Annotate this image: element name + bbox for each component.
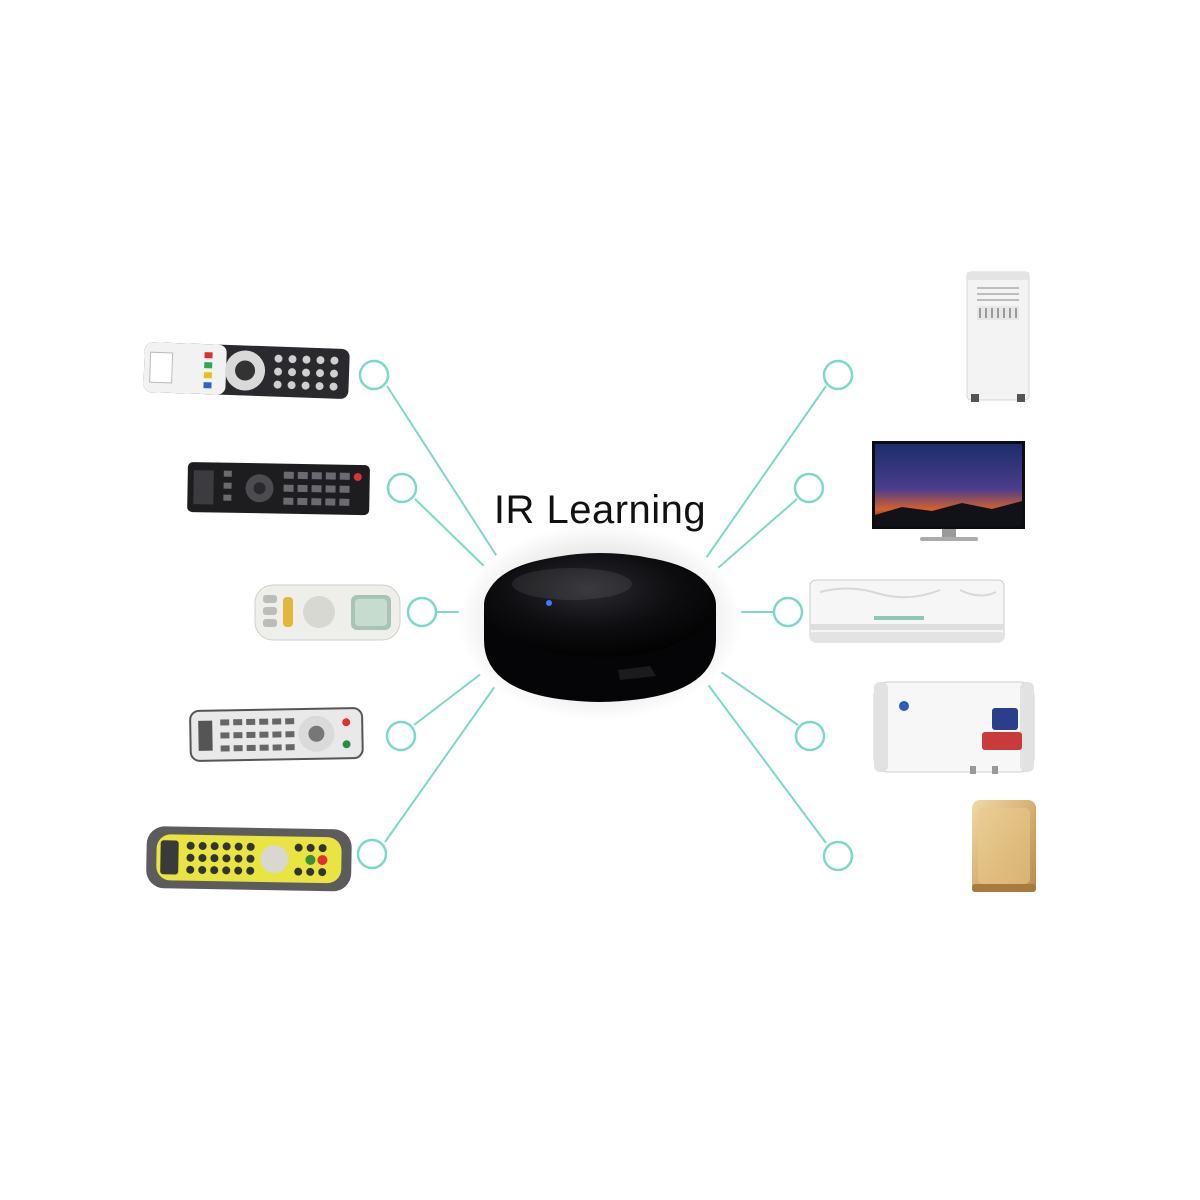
connector-line (717, 669, 799, 726)
tv-remote-icon (143, 342, 350, 399)
connector-line (705, 385, 827, 559)
connector-nodes (356, 359, 854, 872)
connector-node (358, 359, 390, 391)
air-purifier-icon (972, 800, 1036, 892)
connector-node (793, 472, 825, 504)
connector-line (413, 669, 487, 726)
water-heater-icon (873, 681, 1035, 774)
connector-line (705, 681, 827, 844)
connector-node (822, 840, 854, 872)
connector-node (822, 359, 854, 391)
connector-node (386, 472, 418, 504)
connector-lines (384, 385, 827, 844)
set-top-box-remote-icon (187, 462, 370, 516)
split-air-conditioner-icon (809, 579, 1005, 643)
connector-line (386, 385, 499, 559)
connector-node (385, 720, 417, 752)
air-conditioner-remote-icon (254, 584, 401, 641)
universal-remote-icon (146, 826, 352, 892)
connector-line (414, 498, 487, 569)
connector-line (384, 681, 499, 843)
television-icon (872, 441, 1025, 541)
connector-node (794, 720, 826, 752)
connector-line (717, 498, 798, 569)
portable-air-conditioner-icon (966, 271, 1030, 402)
cable-box-remote-icon (189, 707, 364, 762)
diagram-title: IR Learning (493, 488, 707, 532)
connector-node (356, 838, 388, 870)
connector-node (772, 596, 804, 628)
connector-node (406, 596, 438, 628)
status-led-icon (546, 600, 552, 606)
ir-hub-icon (458, 524, 742, 720)
